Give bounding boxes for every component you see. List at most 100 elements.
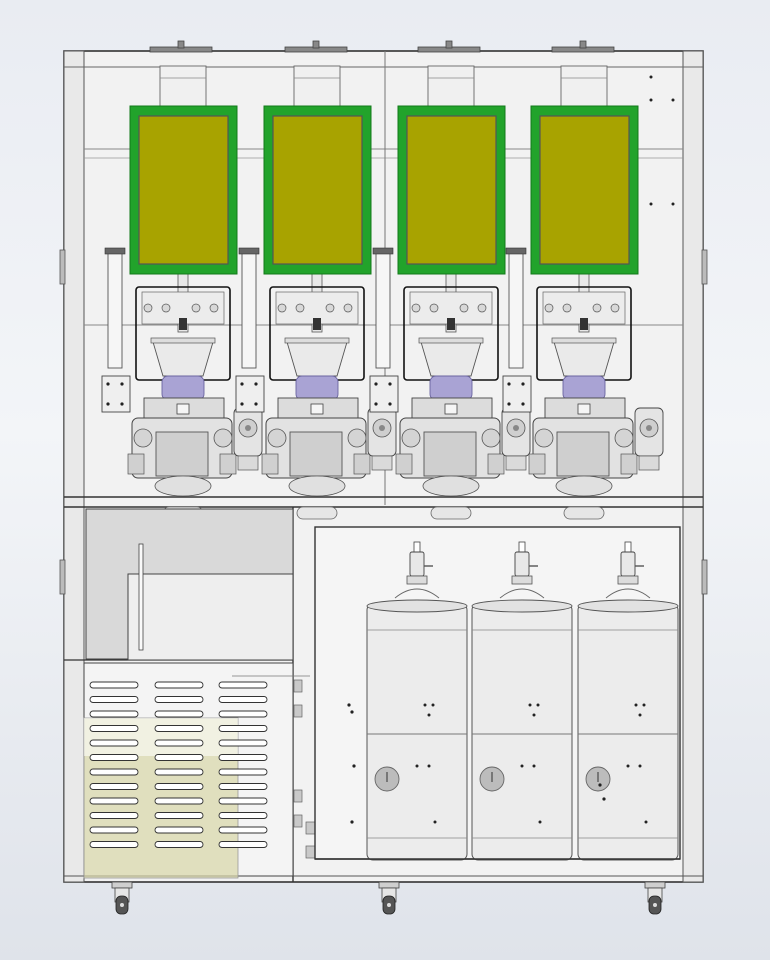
- gearbox-cover: [155, 431, 209, 477]
- motor-foot: [219, 453, 237, 475]
- dispensing-modules: [101, 65, 664, 520]
- vent-slot: [154, 812, 204, 819]
- bracket-bolt: [254, 402, 258, 406]
- bracket-bolt: [106, 402, 110, 406]
- caster: [644, 881, 666, 915]
- gearbox-cover: [423, 431, 477, 477]
- storage-tank: [366, 541, 468, 861]
- valve-stem: [624, 541, 632, 553]
- guide-rod: [241, 251, 257, 369]
- tank-drum: [366, 603, 468, 861]
- vent-slot: [218, 681, 268, 689]
- valve-bolt: [209, 303, 219, 313]
- motor-foot: [127, 453, 145, 475]
- dispensing-module: [502, 65, 664, 520]
- vent-slot: [89, 826, 139, 834]
- funnel-cup: [420, 341, 482, 377]
- bay-bolt: [347, 703, 351, 707]
- bracket-bolt: [254, 382, 258, 386]
- drum-bolt: [638, 764, 642, 768]
- valve-bolt: [191, 303, 201, 313]
- hopper-column: [560, 65, 608, 111]
- drum-bolt: [644, 820, 648, 824]
- valve-bolt: [592, 303, 602, 313]
- gear-wheel: [534, 428, 554, 448]
- funnel-cup: [286, 341, 348, 377]
- motor-foot: [620, 453, 638, 475]
- valve-bolt: [562, 303, 572, 313]
- outlet-spout: [430, 506, 472, 520]
- vent-slot: [89, 696, 139, 703]
- coupling: [577, 403, 591, 415]
- tank-valve: [620, 551, 636, 577]
- bracket-bolt: [507, 402, 511, 406]
- vent-slot: [218, 725, 268, 732]
- drum-lid: [366, 599, 468, 613]
- drum-bolt: [427, 713, 431, 717]
- funnel-rim: [418, 337, 484, 344]
- drum-bolt: [638, 713, 642, 717]
- vent-slot: [154, 754, 204, 761]
- valve-bolt: [610, 303, 620, 313]
- highlight-panel: [138, 115, 229, 265]
- rod-cap: [238, 247, 260, 255]
- vent-slot: [89, 725, 139, 732]
- gear-wheel: [133, 428, 153, 448]
- port-mark: [597, 772, 599, 782]
- gear-wheel: [614, 428, 634, 448]
- outlet-dome: [555, 475, 613, 497]
- storage-tank: [577, 541, 679, 861]
- side-hinges: [59, 249, 708, 595]
- vent-slot: [154, 739, 204, 747]
- gear-wheel: [267, 428, 287, 448]
- vent-slot: [154, 783, 204, 790]
- funnel-cup: [553, 341, 615, 377]
- motor-dome: [562, 375, 606, 401]
- gear-wheel: [481, 428, 501, 448]
- dispensing-module: [235, 65, 397, 520]
- bin-insert: [127, 573, 294, 661]
- valve-bolt: [343, 303, 353, 313]
- storage-tanks: [366, 541, 679, 861]
- outlet-spout: [563, 506, 605, 520]
- valve-stem: [179, 318, 187, 330]
- hopper-column: [293, 65, 341, 111]
- drum-bolt: [528, 703, 532, 707]
- gear-wheel: [347, 428, 367, 448]
- wheel-hub: [387, 903, 391, 907]
- funnel-cup: [152, 341, 214, 377]
- vent-slot: [89, 754, 139, 761]
- dispensing-module: [369, 65, 531, 520]
- tank-valve: [514, 551, 530, 577]
- vent-slots: [89, 681, 268, 848]
- bay-bolt: [352, 764, 356, 768]
- motor-foot: [261, 453, 279, 475]
- gearbox-cover: [289, 431, 343, 477]
- drum-bolt: [427, 764, 431, 768]
- highlight-panel: [406, 115, 497, 265]
- motor-shaft: [245, 425, 251, 431]
- drum-bolt: [538, 820, 542, 824]
- highlight-panel: [272, 115, 363, 265]
- motor-shaft: [513, 425, 519, 431]
- caster-plate: [111, 881, 133, 889]
- valve-bolt: [325, 303, 335, 313]
- rod-cap: [505, 247, 527, 255]
- left-side-panel: [63, 50, 85, 883]
- tank-hose: [499, 588, 545, 599]
- valve-bolt: [477, 303, 487, 313]
- caster-plate: [378, 881, 400, 889]
- caster: [111, 881, 133, 915]
- vent-slot: [154, 710, 204, 718]
- coupling: [444, 403, 458, 415]
- vent-slot: [218, 841, 268, 848]
- bay-bolt: [350, 710, 354, 714]
- rod-cap: [372, 247, 394, 255]
- vent-slot: [218, 797, 268, 805]
- valve-bolt: [429, 303, 439, 313]
- outlet-dome: [154, 475, 212, 497]
- valve-stem: [447, 318, 455, 330]
- valve-bolt: [143, 303, 153, 313]
- level-sensor-rod: [138, 543, 144, 651]
